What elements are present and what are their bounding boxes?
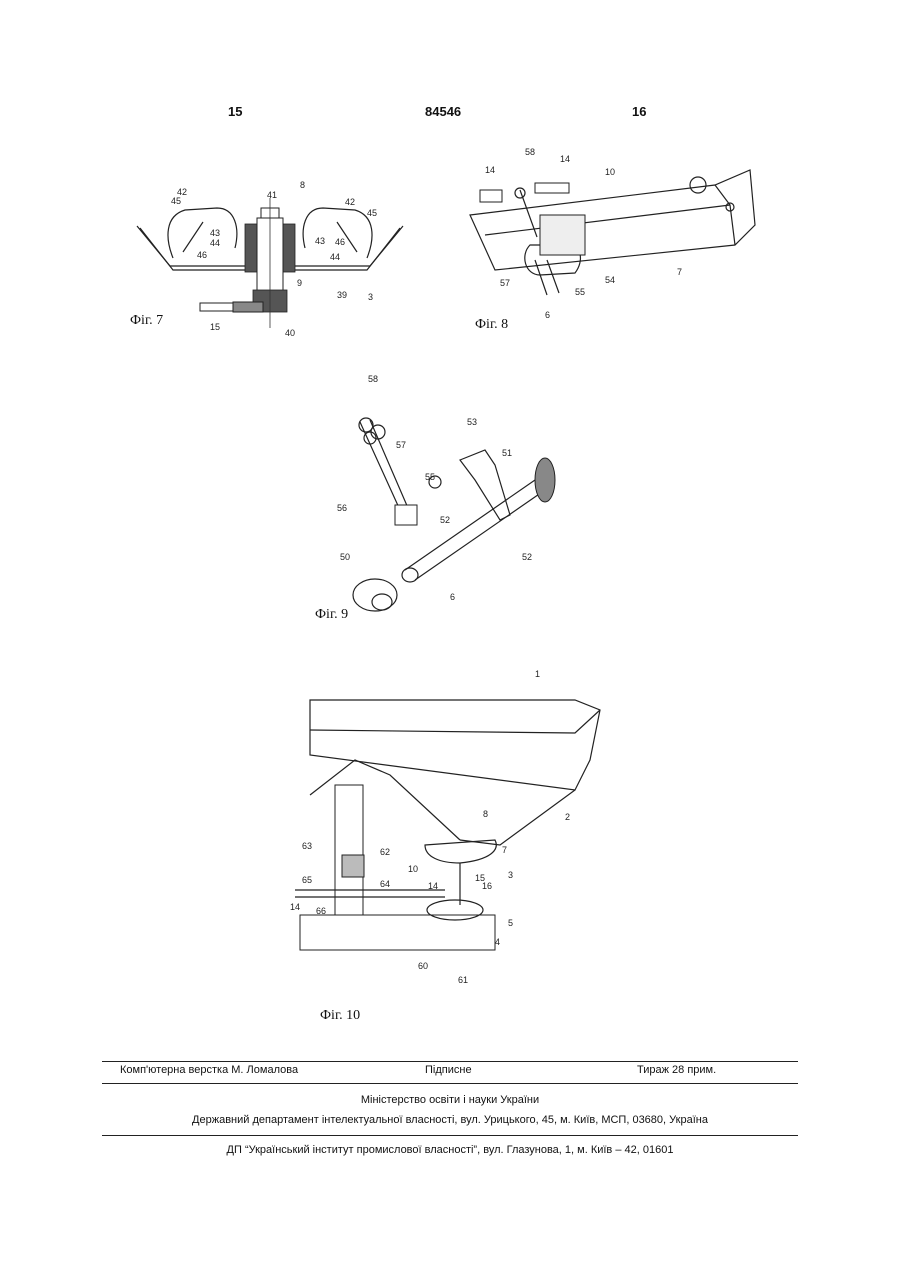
- fig10-label: 5: [508, 918, 513, 928]
- fig8-label: 7: [677, 267, 682, 277]
- fig10-label: 62: [380, 847, 390, 857]
- patent-number: 84546: [425, 104, 461, 119]
- circulation-note: Тираж 28 прим.: [637, 1064, 716, 1076]
- fig10-label: 61: [458, 975, 468, 985]
- fig9-label: 52: [522, 552, 532, 562]
- fig8-label: 6: [545, 310, 550, 320]
- fig9-label: 58: [368, 374, 378, 384]
- fig7-label: 41: [267, 190, 277, 200]
- fig9-label: 6: [450, 592, 455, 602]
- institute-line: ДП “Український інститут промислової вла…: [102, 1144, 798, 1156]
- fig7-label: 43: [315, 236, 325, 246]
- fig10-label: 10: [408, 864, 418, 874]
- figure-8-drawing: 58 14 14 10 57 55 54 7 6 Фіг. 8: [465, 145, 765, 360]
- layout-credit: Комп'ютерна верстка М. Ломалова: [120, 1064, 298, 1076]
- fig9-label: 56: [337, 503, 347, 513]
- fig7-label: 40: [285, 328, 295, 338]
- fig7-label: 44: [210, 238, 220, 248]
- fig10-label: 14: [428, 881, 438, 891]
- ministry-line: Міністерство освіти і науки України: [102, 1094, 798, 1106]
- fig10-label: 4: [495, 937, 500, 947]
- figure-7-drawing: 42 45 41 8 42 45 43 44 46 43 46 44 9 39 …: [125, 178, 415, 348]
- fig7-label: 43: [210, 228, 220, 238]
- fig10-label: 66: [316, 906, 326, 916]
- fig7-label: 42: [345, 197, 355, 207]
- fig9-label: 52: [440, 515, 450, 525]
- fig10-label: 2: [565, 812, 570, 822]
- fig10-label: 60: [418, 961, 428, 971]
- fig9-label: 55: [425, 472, 435, 482]
- fig8-label: 55: [575, 287, 585, 297]
- fig10-label: 14: [290, 902, 300, 912]
- left-page-number: 15: [228, 104, 242, 119]
- fig7-label: 39: [337, 290, 347, 300]
- fig10-label: 1: [535, 669, 540, 679]
- fig7-label: 46: [197, 250, 207, 260]
- fig9-label: 57: [396, 440, 406, 450]
- fig7-label: 8: [300, 180, 305, 190]
- fig7-label: 15: [210, 322, 220, 332]
- figure-7-caption: Фіг. 7: [130, 313, 163, 328]
- fig7-label: 44: [330, 252, 340, 262]
- figure-8-caption: Фіг. 8: [475, 317, 508, 332]
- fig10-label: 64: [380, 879, 390, 889]
- fig7-label: 3: [368, 292, 373, 302]
- fig10-label: 65: [302, 875, 312, 885]
- figure-10-caption: Фіг. 10: [320, 1008, 360, 1023]
- fig9-label: 51: [502, 448, 512, 458]
- footer-rule-bottom: [102, 1135, 798, 1136]
- figure-10-drawing: 1 2 8 7 63 62 10 3 65 64 14 15 16 14 66 …: [280, 665, 620, 1025]
- fig8-label: 14: [485, 165, 495, 175]
- fig8-label: 54: [605, 275, 615, 285]
- footer-rule-middle: [102, 1083, 798, 1084]
- fig9-label: 53: [467, 417, 477, 427]
- figure-9-drawing: 58 57 53 51 55 56 52 52 50 6 Фіг. 9: [300, 370, 600, 630]
- fig10-label: 63: [302, 841, 312, 851]
- department-line: Державний департамент інтелектуальної вл…: [102, 1114, 798, 1126]
- fig10-label: 3: [508, 870, 513, 880]
- fig8-label: 14: [560, 154, 570, 164]
- fig8-label: 57: [500, 278, 510, 288]
- fig8-label: 10: [605, 167, 615, 177]
- subscription-note: Підписне: [425, 1064, 472, 1076]
- fig10-label: 16: [482, 881, 492, 891]
- fig9-label: 50: [340, 552, 350, 562]
- right-page-number: 16: [632, 104, 646, 119]
- fig7-label: 9: [297, 278, 302, 288]
- fig7-label: 46: [335, 237, 345, 247]
- fig10-label: 7: [502, 845, 507, 855]
- fig8-label: 58: [525, 147, 535, 157]
- fig7-label: 45: [171, 196, 181, 206]
- figure-9-caption: Фіг. 9: [315, 607, 348, 622]
- footer-rule-top: [102, 1061, 798, 1062]
- fig7-label: 45: [367, 208, 377, 218]
- fig10-label: 8: [483, 809, 488, 819]
